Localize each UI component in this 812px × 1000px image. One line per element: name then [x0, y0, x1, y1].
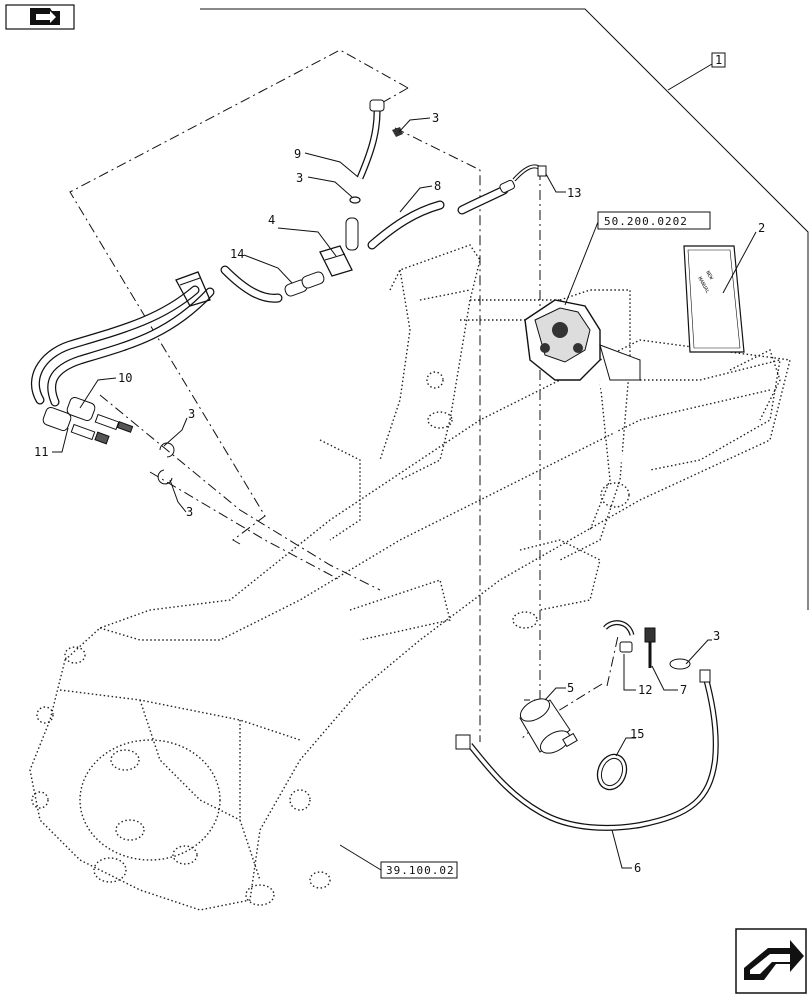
sleeve-short [345, 217, 359, 251]
next-page-arrow-icon[interactable] [735, 928, 807, 994]
clip-left-upper [159, 442, 175, 458]
long-hose [455, 669, 719, 831]
callout-13: 13 [567, 186, 581, 200]
ref-box-assembly[interactable]: 1 [711, 52, 726, 68]
upper-pipe [356, 99, 385, 180]
folder-back-arrow-icon[interactable] [5, 4, 75, 30]
inline-filter [519, 698, 578, 754]
callout-3-right: 3 [713, 629, 720, 643]
callout-14: 14 [230, 247, 244, 261]
ref-box-frame[interactable]: 39.100.02 [380, 861, 458, 879]
callout-10: 10 [118, 371, 132, 385]
ref-steering-unit-label: 50.200.0202 [604, 215, 688, 228]
ref-frame-label: 39.100.02 [386, 864, 455, 877]
callout-3-top: 3 [432, 111, 439, 125]
union-fitting [537, 165, 547, 177]
clip-right [669, 658, 691, 670]
callout-15: 15 [630, 727, 644, 741]
callout-7: 7 [680, 683, 687, 697]
callout-8: 8 [434, 179, 441, 193]
callout-3-left-lower: 3 [186, 505, 193, 519]
callout-4: 4 [268, 213, 275, 227]
clamp-left [175, 271, 211, 307]
fitting-elbow [644, 627, 656, 668]
ref-box-steering-unit[interactable]: 50.200.0202 [597, 211, 711, 230]
hose-assembly-left [31, 265, 283, 407]
manual-cover-line-1: NEW [704, 270, 714, 282]
steering-unit [524, 299, 641, 471]
coupler-upper [66, 397, 134, 433]
callout-3-mid: 3 [296, 171, 303, 185]
callout-3-left-upper: 3 [188, 407, 195, 421]
callout-6: 6 [634, 861, 641, 875]
clip-mid [349, 196, 361, 204]
clip-top [392, 127, 403, 137]
clamp-right [319, 245, 353, 277]
callout-12: 12 [638, 683, 652, 697]
callout-5: 5 [567, 681, 574, 695]
operator-manual: NEW MANUAL [683, 245, 745, 353]
coupler-lower [42, 407, 110, 445]
callout-11: 11 [34, 445, 48, 459]
sleeve-pair [284, 271, 325, 297]
loader-frame [29, 244, 791, 911]
clip-left-lower [157, 469, 173, 485]
callout-2: 2 [758, 221, 765, 235]
fitting-straight [603, 620, 635, 653]
callout-9: 9 [294, 147, 301, 161]
band-clamp [596, 753, 628, 791]
upper-hose [367, 164, 544, 250]
ref-assembly-label: 1 [715, 53, 722, 67]
